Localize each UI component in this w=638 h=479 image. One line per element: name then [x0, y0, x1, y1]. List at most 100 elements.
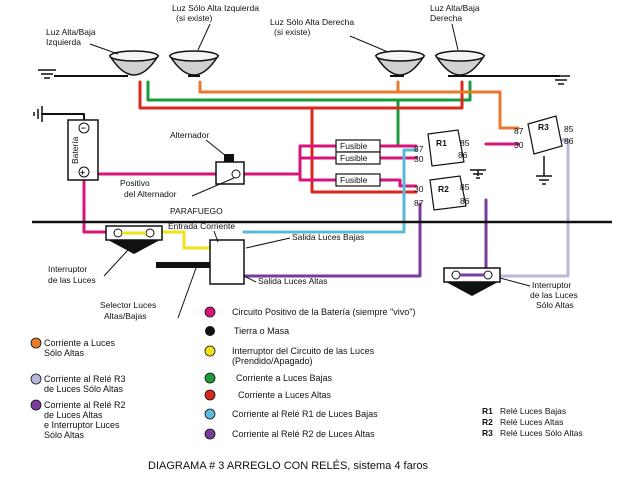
- relay-r3: R3 87 30 85 86: [514, 115, 574, 185]
- legend-left-swatch-1: [30, 337, 42, 349]
- leader-input-current: [213, 230, 219, 243]
- relay-r1: R1 87 30 85 86: [414, 129, 470, 167]
- relay-key-text-2: Relé Luces Altas: [500, 417, 563, 427]
- legend-left-swatch-3: [30, 399, 42, 411]
- beam-selector-body: [209, 239, 245, 285]
- relay-key-code-1: R1: [482, 406, 493, 416]
- ground-symbol-r2: [470, 169, 486, 179]
- ground-symbol-lamps-left: [38, 69, 56, 79]
- high-only-switch-contact-left: [451, 270, 461, 280]
- lamp-right-outer-lens: [435, 50, 485, 62]
- input-current-label: Entrada Corriente: [168, 221, 235, 231]
- legend-left-1-l2: Sólo Altas: [44, 348, 85, 358]
- legend-main-swatch-2: [205, 326, 215, 336]
- leader-lamp-left-inner: [197, 23, 211, 51]
- battery-minus-sign: −: [81, 123, 86, 133]
- leader-lamp-right-inner: [349, 35, 389, 53]
- legend-main-swatch-7: [204, 428, 216, 440]
- leader-alternator-positive: [191, 177, 235, 197]
- fuse-3: [335, 173, 381, 187]
- light-switch-l2: de las Luces: [48, 275, 96, 285]
- beam-selector: Entrada Corriente Salida Luces Bajas Sal…: [100, 221, 364, 321]
- high-only-switch-l1: Interruptor: [532, 280, 571, 290]
- legend-main-swatch-5: [204, 389, 216, 401]
- leader-beam-selector: [177, 267, 197, 319]
- ground-symbol-r3: [536, 156, 552, 185]
- legend-left-2-l1: Corriente al Relé R3: [44, 374, 126, 384]
- legend-left-swatch-2: [30, 373, 42, 385]
- legend-left-3-l2: de Luces Altas: [44, 410, 103, 420]
- label-lamp-left-outer-l2: Izquierda: [46, 37, 81, 47]
- label-lamp-left-inner: Luz Sólo Alta Izquierda(si existe): [172, 3, 259, 23]
- leader-lamp-left-outer: [89, 43, 119, 55]
- diagram-caption-rest: sistema 4 faros: [350, 460, 428, 472]
- fuses: Fusible Fusible Fusible: [335, 139, 381, 187]
- legend-main: Circuito Positivo de la Batería (siempre…: [204, 306, 415, 440]
- high-only-switch-contact-right: [483, 270, 493, 280]
- beam-selector-l2: Altas/Bajas: [104, 311, 147, 321]
- fuse-3-label: Fusible: [340, 175, 368, 185]
- leader-output-high: [243, 275, 257, 283]
- relay-r2-pin86: 86: [460, 196, 470, 206]
- relay-r2-pin85: 85: [460, 182, 470, 192]
- lamp-left-outer-lens: [109, 50, 159, 62]
- label-lamp-right-outer-l2: Derecha: [430, 13, 462, 23]
- relay-r2-pin87: 87: [414, 198, 424, 208]
- relay-key-text-1: Relé Luces Bajas: [500, 406, 566, 416]
- legend-main-text-5: Corriente a Luces Altas: [238, 390, 332, 400]
- legend-left-2-l2: de Luces Sólo Altas: [44, 384, 124, 394]
- alternator-top: [224, 154, 234, 162]
- legend-left-3-l1: Corriente al Relé R2: [44, 400, 126, 410]
- lamps: [38, 50, 570, 85]
- relay-r2-body: [429, 175, 467, 211]
- label-lamp-right-inner: Luz Sólo Alta Derecha(si existe): [270, 17, 354, 37]
- wire-high-beam-feed: [310, 106, 418, 194]
- relay-key-text-3: Relé Luces Sólo Altas: [500, 428, 583, 438]
- legend-left-3-l3: e Interruptor Luces: [44, 420, 120, 430]
- relay-r3-pin86: 86: [564, 136, 574, 146]
- legend-main-text-3: Interruptor del Circuito de las Luces(Pr…: [232, 346, 375, 366]
- leader-alternator: [205, 139, 227, 157]
- high-only-switch-knob: [446, 282, 498, 296]
- wire-high-only-feed: [396, 90, 520, 130]
- relay-r3-pin30: 30: [514, 140, 524, 150]
- battery-plus-sign: +: [80, 167, 85, 177]
- relay-r2: R2 30 87 85 86: [414, 169, 486, 211]
- legend-main-text-6: Corriente al Relé R1 de Luces Bajas: [232, 409, 378, 419]
- label-lamp-right-inner-l1: Luz Sólo Alta Derecha: [270, 17, 354, 27]
- legend-main-swatch-1: [204, 306, 216, 318]
- lamp-left-inner-lens: [169, 50, 219, 62]
- label-lamp-left-inner-l1: Luz Sólo Alta Izquierda: [172, 3, 259, 13]
- label-lamp-left-inner-l2: (si existe): [176, 13, 213, 23]
- relay-r1-body: [427, 129, 465, 167]
- legend-main-3-l2: (Prendido/Apagado): [232, 356, 313, 366]
- lamp-right-inner: [374, 50, 426, 76]
- light-switch-contact-right: [145, 228, 155, 238]
- relay-r1-pin30: 30: [414, 154, 424, 164]
- light-switch-l1: Interruptor: [48, 264, 87, 274]
- relay-r2-pin30: 30: [414, 184, 424, 194]
- legend-left-1-l1: Corriente a Luces: [44, 338, 116, 348]
- wire-battery-down: [82, 176, 108, 234]
- relay-r3-body: [527, 115, 563, 155]
- leader-light-switch: [103, 249, 129, 277]
- wire-r3-coil: [498, 138, 570, 278]
- alternator-positive-l1: Positivo: [120, 178, 150, 188]
- legend-main-text-7: Corriente al Relé R2 de Luces Altas: [232, 429, 375, 439]
- wire-r2-coil: [242, 202, 422, 278]
- ground-symbol-lamps-right: [552, 75, 570, 85]
- relay-key-code-2: R2: [482, 417, 493, 427]
- high-only-switch-l2: de las Luces: [530, 290, 578, 300]
- label-lamp-right-inner-l2: (si existe): [274, 27, 311, 37]
- legend-main-swatch-3: [204, 345, 216, 357]
